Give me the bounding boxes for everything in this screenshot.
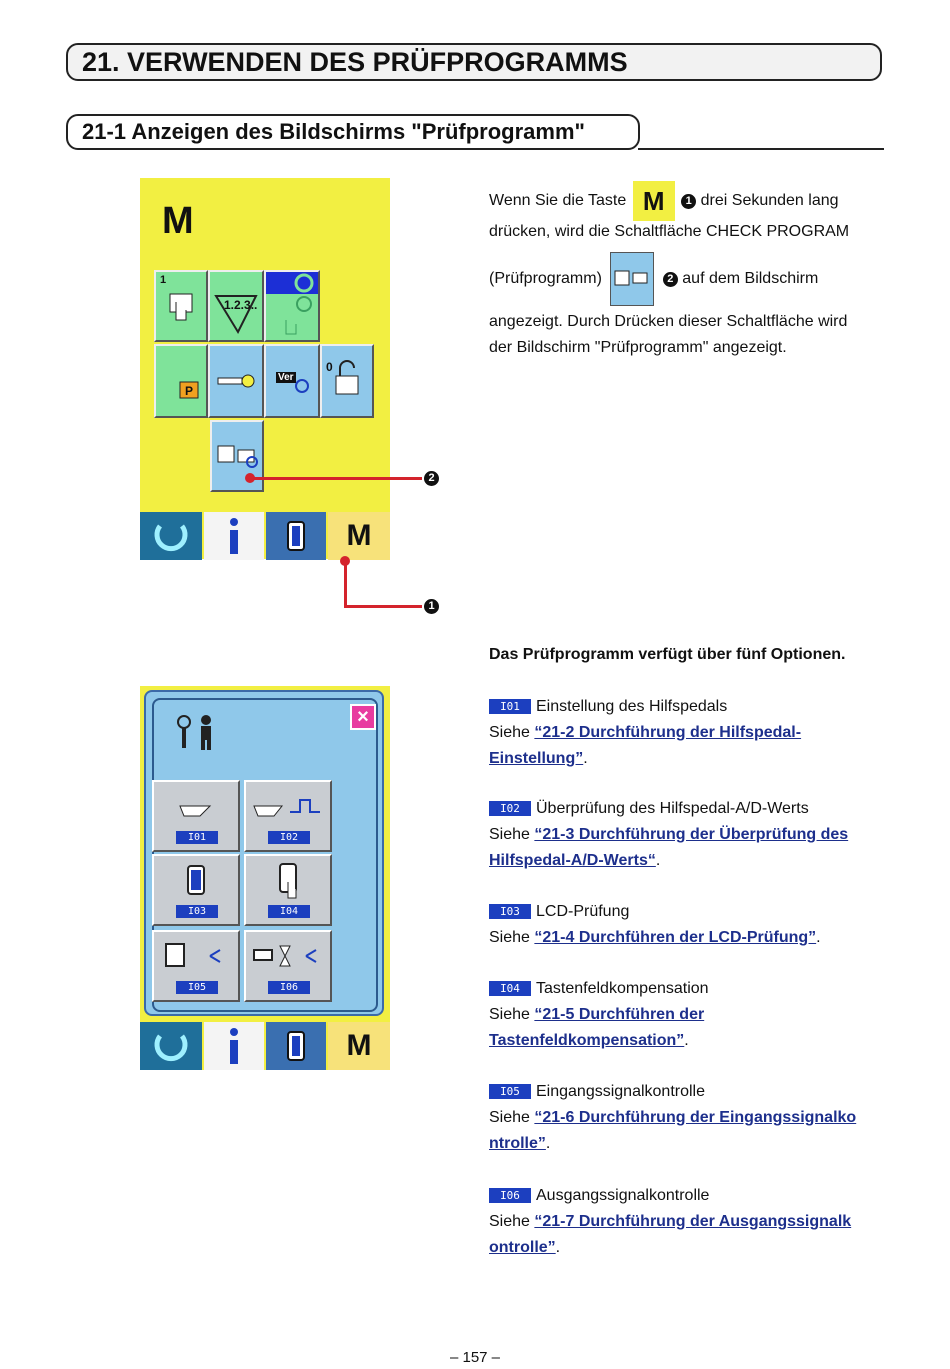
option-id-tag: I05 — [489, 1084, 531, 1100]
heading-rule — [638, 148, 884, 150]
option-item: I04 Tastenfeldkompensation Siehe “21-5 Du… — [489, 980, 709, 1049]
see-label: Siehe — [489, 1213, 530, 1230]
option-item: I05 Eingangssignalkontrolle Siehe “21-6 D… — [489, 1083, 857, 1152]
option-id-tag: I03 — [489, 904, 531, 920]
check-program-key-icon — [610, 252, 655, 306]
version-label: Ver — [276, 372, 296, 383]
option-link[interactable]: “21-7 Durchführung der Ausgangssignalk — [534, 1213, 852, 1230]
button-id-label: I03 — [176, 905, 218, 918]
reset-icon[interactable] — [140, 512, 202, 560]
intro-line-2: drücken, wird die Schaltfläche CHECK PRO… — [489, 223, 850, 240]
mode-key-button[interactable]: M — [328, 1022, 390, 1070]
option-link-cont[interactable]: ntrolle” — [489, 1135, 546, 1152]
tile-sequence-icon[interactable]: 1.2.3.. — [208, 270, 264, 342]
option-item: I06 Ausgangssignalkontrolle Siehe “21-7 D… — [489, 1187, 852, 1256]
button-i01[interactable]: I01 — [152, 780, 240, 852]
svg-text:P: P — [185, 384, 193, 398]
page-number: – 157 – — [449, 1349, 501, 1366]
button-i06[interactable]: I06 — [244, 930, 332, 1002]
option-name: Überprüfung des Hilfspedal-A/D-Werts — [536, 800, 809, 817]
option-id-tag: I06 — [489, 1188, 531, 1204]
see-label: Siehe — [489, 1006, 530, 1023]
tile-presser-icon[interactable] — [208, 344, 264, 418]
option-link[interactable]: “21-5 Durchführen der — [534, 1006, 705, 1023]
communication-icon[interactable] — [266, 1022, 326, 1070]
callout-dot-1 — [340, 556, 350, 566]
button-i03[interactable]: I03 — [152, 854, 240, 926]
option-name: Tastenfeldkompensation — [536, 980, 709, 997]
option-item: I01 Einstellung des Hilfspedals Siehe “21… — [489, 698, 802, 767]
callout-line-1-vertical — [344, 560, 347, 607]
info-icon[interactable] — [204, 1022, 264, 1070]
button-i05[interactable]: I05 — [152, 930, 240, 1002]
button-id-label: I01 — [176, 831, 218, 844]
option-link-cont[interactable]: Tastenfeldkompensation” — [489, 1032, 685, 1049]
option-name: Einstellung des Hilfspedals — [536, 698, 728, 715]
marker-1: 1 — [424, 599, 439, 614]
option-name: Eingangssignalkontrolle — [536, 1083, 705, 1100]
option-link[interactable]: “21-6 Durchführung der Eingangssignalko — [534, 1109, 857, 1126]
button-id-label: I05 — [176, 981, 218, 994]
marker-2: 2 — [424, 471, 439, 486]
check-program-button[interactable] — [210, 420, 264, 492]
info-icon[interactable] — [204, 512, 264, 560]
option-id-tag: I01 — [489, 699, 531, 715]
option-name: Ausgangssignalkontrolle — [536, 1187, 710, 1204]
tile-pattern-register-icon[interactable]: P — [154, 344, 208, 418]
intro-text-1: Wenn Sie die Taste — [489, 192, 627, 210]
button-i02[interactable]: I02 — [244, 780, 332, 852]
see-label: Siehe — [489, 1109, 530, 1126]
tile-sewing-data-icon[interactable]: 1 — [154, 270, 208, 342]
intro-text-2: drei Sekunden lang — [700, 192, 839, 210]
option-link-cont[interactable]: ontrolle” — [489, 1239, 556, 1256]
subsection-heading: 21-1 Anzeigen des Bildschirms "Prüfprogr… — [66, 114, 640, 150]
option-id-tag: I02 — [489, 801, 531, 817]
intro-line-4: angezeigt. Durch Drücken dieser Schaltfl… — [489, 313, 848, 330]
option-item: I03 LCD-Prüfung Siehe “21-4 Durchführen d… — [489, 903, 821, 946]
intro-line-3: (Prüfprogramm) 2 auf dem Bildschirm — [489, 252, 909, 306]
intro-text-3: (Prüfprogramm) — [489, 270, 602, 288]
tile-sequence-label: 1.2.3.. — [224, 298, 258, 312]
see-label: Siehe — [489, 929, 530, 946]
tile-pattern-select-icon[interactable] — [264, 270, 320, 342]
mode-key-button[interactable]: M — [328, 512, 390, 560]
tile-number: 1 — [160, 274, 167, 286]
intro-text-4: auf dem Bildschirm — [682, 270, 819, 288]
main-screen-illustration: M 1 1.2.3.. P Ver 0 M — [140, 178, 390, 560]
callout-line-2 — [250, 477, 422, 480]
options-title: Das Prüfprogramm verfügt über fünf Optio… — [489, 646, 846, 663]
tile-lock-icon[interactable]: 0 — [320, 344, 374, 418]
button-id-label: I06 — [268, 981, 310, 994]
lock-number: 0 — [326, 360, 333, 374]
check-program-screen-illustration: × I01 I02 I03 I04 I05 I06 — [140, 686, 390, 1070]
maintenance-key-icon — [177, 715, 211, 750]
button-id-label: I02 — [268, 831, 310, 844]
option-link[interactable]: “21-3 Durchführung der Überprüfung des — [534, 826, 849, 843]
callout-dot-2 — [245, 473, 255, 483]
intro-marker-2: 2 — [662, 271, 678, 287]
m-key-icon: M — [632, 181, 675, 221]
callout-line-1-horizontal — [344, 605, 422, 608]
see-label: Siehe — [489, 724, 530, 741]
option-link[interactable]: “21-2 Durchführung der Hilfspedal- — [534, 724, 802, 741]
intro-line-1: Wenn Sie die Taste M 1 drei Sekunden lan… — [489, 181, 889, 221]
option-link[interactable]: “21-4 Durchführen der LCD-Prüfung” — [534, 929, 817, 946]
option-link-cont[interactable]: Hilfspedal-A/D-Werts“ — [489, 852, 656, 869]
option-id-tag: I04 — [489, 981, 531, 997]
communication-icon[interactable] — [266, 512, 326, 560]
option-link-cont[interactable]: Einstellung” — [489, 750, 584, 767]
mode-letter: M — [162, 200, 194, 242]
option-name: LCD-Prüfung — [536, 903, 630, 920]
button-id-label: I04 — [268, 905, 310, 918]
section-heading: 21. VERWENDEN DES PRÜFPROGRAMMS — [66, 43, 882, 81]
tile-version-icon[interactable]: Ver — [264, 344, 320, 418]
button-i04[interactable]: I04 — [244, 854, 332, 926]
reset-icon[interactable] — [140, 1022, 202, 1070]
intro-line-5: der Bildschirm "Prüfprogramm" angezeigt. — [489, 339, 787, 356]
close-button[interactable]: × — [350, 704, 376, 730]
intro-marker-1: 1 — [681, 193, 697, 209]
see-label: Siehe — [489, 826, 530, 843]
